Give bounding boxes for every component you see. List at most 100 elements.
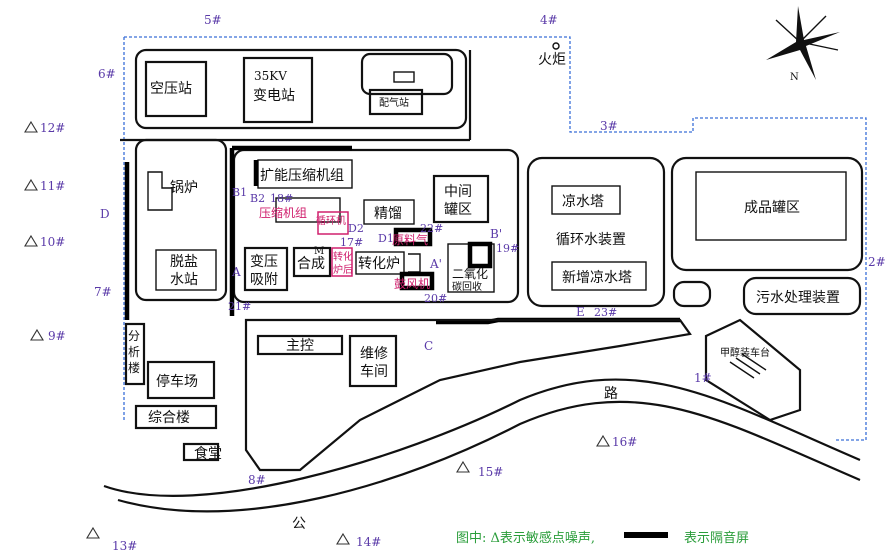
product-tank-label: 成品罐区 — [744, 200, 800, 216]
sensitive-point-9: 9# — [30, 328, 66, 343]
substation-label-2: 变电站 — [253, 88, 295, 104]
blower-barrier — [399, 271, 435, 291]
co2-barrier — [467, 241, 493, 269]
co2-label-2: 碳回收 — [452, 280, 482, 293]
new-cooling-tower-label: 新增凉水塔 — [562, 270, 632, 286]
analysis-label-3: 楼 — [128, 360, 140, 375]
point-3: 3# — [600, 119, 618, 133]
desalt-label-1: 脱盐 — [170, 254, 198, 270]
cooling-tower-box — [551, 185, 621, 215]
main-control-box — [256, 334, 344, 356]
marker-e: E — [576, 305, 585, 319]
middle-tank-label-2: 罐区 — [444, 202, 472, 218]
parking-label: 停车场 — [156, 373, 198, 390]
transform-furnace-box — [331, 247, 353, 277]
marker-a: A — [231, 265, 241, 279]
psa-label-1: 变压 — [250, 254, 278, 270]
analysis-box — [124, 322, 146, 386]
west-barrier — [229, 145, 352, 316]
marker-d: D — [100, 207, 110, 221]
boiler-label: 锅炉 — [170, 180, 198, 196]
loading-rack — [729, 353, 767, 379]
boiler-structure — [147, 171, 173, 211]
marker-c: C — [424, 339, 433, 353]
svg-text:15#: 15# — [478, 465, 503, 479]
circ-machine-box — [317, 211, 349, 235]
product-tank-block — [670, 156, 864, 272]
point-2: 2# — [868, 255, 886, 269]
compass-rose-icon: N — [766, 6, 840, 83]
legend-suffix: 表示隔音屏 — [684, 530, 749, 546]
svg-text:10#: 10# — [40, 235, 65, 249]
svg-text:9#: 9# — [48, 329, 66, 343]
road-label-1: 路 — [604, 386, 618, 402]
gas-station-box — [368, 88, 424, 116]
circ-water-label: 循环水装置 — [556, 232, 626, 248]
marker-m: M — [314, 246, 324, 257]
repair-label-1: 维修 — [360, 346, 388, 362]
north-block — [134, 48, 468, 130]
parking-box — [146, 360, 216, 400]
sensitive-point-16: 16# — [596, 434, 637, 449]
methanol-loading-label: 甲醇装车台 — [720, 346, 770, 359]
methanol-loading-area — [704, 318, 802, 422]
repair-label-2: 车间 — [360, 363, 388, 380]
compass-north-label: N — [790, 72, 799, 83]
canteen-label: 食堂 — [194, 445, 222, 462]
co2-label-1: 二氧化 — [452, 267, 488, 281]
marker-d2: D2 — [348, 222, 364, 235]
reformer-label: 转化炉 — [358, 256, 400, 272]
canteen-box — [182, 442, 220, 462]
site-boundary — [123, 36, 867, 441]
point-17: 17# — [340, 236, 363, 249]
new-cooling-tower-box — [551, 261, 647, 291]
marker-b-prime: B' — [490, 227, 502, 241]
legend-prefix: 图中: Δ表示敏感点噪声, — [456, 530, 595, 546]
analysis-label-1: 分 — [128, 329, 140, 343]
svg-text:13#: 13# — [112, 539, 137, 553]
analysis-label-2: 析 — [128, 345, 140, 359]
complex-building-label: 综合楼 — [148, 410, 190, 426]
rectification-label: 精馏 — [374, 206, 402, 222]
point-20: 20# — [424, 292, 447, 305]
transform-furnace-label-1: 转化 — [333, 250, 353, 263]
main-control-label: 主控 — [286, 338, 314, 354]
reformer-box — [355, 251, 405, 275]
rectification-box — [363, 199, 415, 225]
point-18: 18# — [270, 192, 293, 205]
blower-label: 鼓风机 — [394, 277, 430, 291]
utility-block — [134, 138, 228, 302]
cooling-tower-label: 凉水塔 — [562, 194, 604, 210]
point-5: 5# — [204, 13, 222, 27]
road-label-2: 公 — [292, 516, 306, 532]
sensitive-point-10: 10# — [24, 234, 65, 249]
svg-text:12#: 12# — [40, 121, 65, 135]
compressor-unit-box — [275, 197, 341, 223]
complex-building-box — [134, 404, 218, 430]
legend: 图中: Δ表示敏感点噪声, 表示隔音屏 — [456, 530, 749, 546]
feed-gas-barrier — [393, 227, 433, 247]
marker-b1: B1 — [232, 186, 247, 199]
point-22: 22# — [420, 222, 443, 235]
point-7: 7# — [94, 285, 112, 299]
svg-text:11#: 11# — [40, 179, 65, 193]
point-6: 6# — [98, 67, 116, 81]
gas-equipment — [393, 71, 415, 83]
gas-station-label: 配气站 — [379, 96, 409, 109]
middle-tank-box — [432, 174, 490, 224]
point-4: 4# — [540, 13, 558, 27]
south-block — [244, 318, 692, 472]
point-19: 19# — [496, 242, 519, 255]
point-21: 21# — [228, 300, 251, 313]
torch-icon — [552, 42, 560, 50]
marker-a-prime: A' — [429, 257, 442, 271]
desalt-label-2: 水站 — [170, 272, 198, 288]
wastewater-label: 污水处理装置 — [756, 290, 840, 306]
repair-box — [348, 334, 398, 388]
reformer-stack — [408, 253, 421, 273]
air-station-box — [144, 60, 208, 118]
synthesis-box — [292, 246, 332, 278]
sensitive-point-13: 13# — [86, 526, 137, 553]
svg-text:16#: 16# — [612, 435, 637, 449]
